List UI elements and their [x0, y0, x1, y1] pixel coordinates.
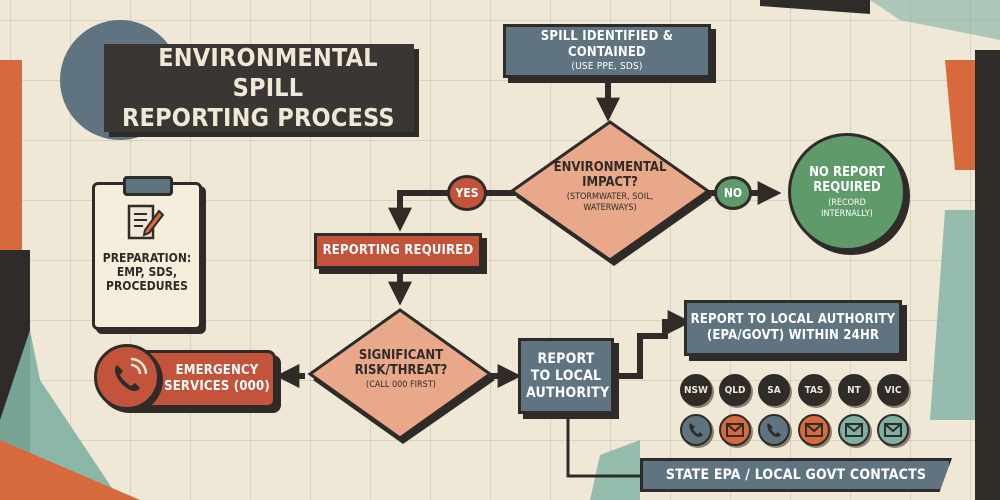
mail-icon[interactable]	[838, 414, 870, 446]
state-badge-sa[interactable]: SA	[758, 374, 790, 406]
step-no-report-required: NO REPORT REQUIRED (RECORD INTERNALLY)	[788, 133, 906, 251]
state-badge-tas[interactable]: TAS	[798, 374, 830, 406]
no-label: NO	[723, 186, 743, 200]
state-badge-vic[interactable]: VIC	[877, 374, 909, 406]
report-authority-line-1: REPORT TO LOCAL AUTHORITY	[690, 312, 896, 327]
preparation-clipboard: PREPARATION: EMP, SDS, PROCEDURES	[92, 176, 202, 330]
state-badge-nsw[interactable]: NSW	[680, 374, 712, 406]
impact-main-text: ENVIRONMENTAL IMPACT?	[553, 160, 667, 190]
state-label: QLD	[724, 384, 746, 396]
preparation-line-1: PREPARATION:	[102, 251, 192, 265]
bg-teal-top	[870, 0, 1000, 40]
significant-text: SIGNIFICANT RISK/THREAT? (CALL 000 FIRST…	[345, 348, 457, 391]
bg-teal-bottom	[590, 440, 640, 500]
state-label: SA	[767, 384, 781, 396]
phone-signal-icon	[114, 357, 147, 392]
no-report-main-text: NO REPORT REQUIRED	[809, 164, 885, 195]
state-badge-nt[interactable]: NT	[838, 374, 870, 406]
contacts-bar: STATE EPA / LOCAL GOVT CONTACTS	[640, 458, 952, 492]
spill-sub-text: (USE PPE, SDS)	[571, 61, 643, 72]
step-report-local-authority: REPORT TO LOCAL AUTHORITY	[518, 338, 614, 414]
yes-label: YES	[455, 186, 479, 200]
bg-dark-right	[975, 50, 1000, 500]
preparation-line-2: EMP, SDS,	[116, 265, 178, 279]
state-label: NSW	[684, 384, 708, 396]
mail-icon[interactable]	[719, 414, 751, 446]
no-badge: NO	[714, 176, 752, 210]
mail-icon[interactable]	[798, 414, 830, 446]
phone-icon[interactable]	[680, 414, 712, 446]
step-reporting-required: REPORTING REQUIRED	[314, 233, 482, 269]
clipboard-clip	[123, 176, 173, 196]
no-report-sub-text: (RECORD INTERNALLY)	[821, 197, 873, 219]
significant-sub-text: (CALL 000 FIRST)	[366, 380, 436, 390]
title-line-2: REPORTING PROCESS	[122, 103, 395, 132]
report-authority-line-2: (EPA/GOVT) WITHIN 24HR	[706, 328, 880, 343]
state-badge-qld[interactable]: QLD	[719, 374, 751, 406]
bg-orange-strip-left	[0, 60, 22, 250]
page-title: ENVIRONMENTAL SPILL REPORTING PROCESS	[104, 43, 414, 132]
contacts-bar-text: STATE EPA / LOCAL GOVT CONTACTS	[665, 467, 927, 483]
title-line-1: ENVIRONMENTAL SPILL	[158, 43, 378, 102]
arrow-report-to-authority	[612, 310, 692, 379]
phone-icon[interactable]	[758, 414, 790, 446]
decision-significant-risk	[307, 308, 495, 444]
line-to-contacts	[566, 412, 645, 478]
mail-icon[interactable]	[877, 414, 909, 446]
step-spill-identified: SPILL IDENTIFIED & CONTAINED (USE PPE, S…	[503, 24, 711, 78]
preparation-text: PREPARATION: EMP, SDS, PROCEDURES	[95, 251, 199, 293]
bg-teal-right	[930, 210, 975, 420]
report-local-text: REPORT TO LOCAL AUTHORITY	[526, 350, 610, 401]
reporting-required-text: REPORTING REQUIRED	[322, 243, 474, 258]
yes-badge: YES	[447, 175, 487, 211]
state-label: TAS	[804, 384, 824, 396]
bg-orange-corner	[0, 440, 140, 500]
emergency-phone-badge	[94, 344, 160, 410]
bg-dark-top	[760, 0, 870, 14]
spill-main-text: SPILL IDENTIFIED & CONTAINED	[540, 29, 674, 60]
state-label: NT	[847, 384, 861, 396]
decision-environmental-impact	[509, 120, 712, 266]
step-report-within-24hr: REPORT TO LOCAL AUTHORITY (EPA/GOVT) WIT…	[684, 300, 902, 356]
emergency-text: EMERGENCY SERVICES (000)	[164, 363, 270, 394]
document-pencil-icon	[127, 204, 165, 240]
state-label: VIC	[884, 384, 902, 396]
impact-text: ENVIRONMENTAL IMPACT? (STORMWATER, SOIL,…	[545, 160, 675, 214]
impact-sub-text: (STORMWATER, SOIL, WATERWAYS)	[566, 192, 654, 213]
significant-main-text: SIGNIFICANT RISK/THREAT?	[354, 348, 448, 378]
preparation-line-3: PROCEDURES	[106, 279, 188, 293]
